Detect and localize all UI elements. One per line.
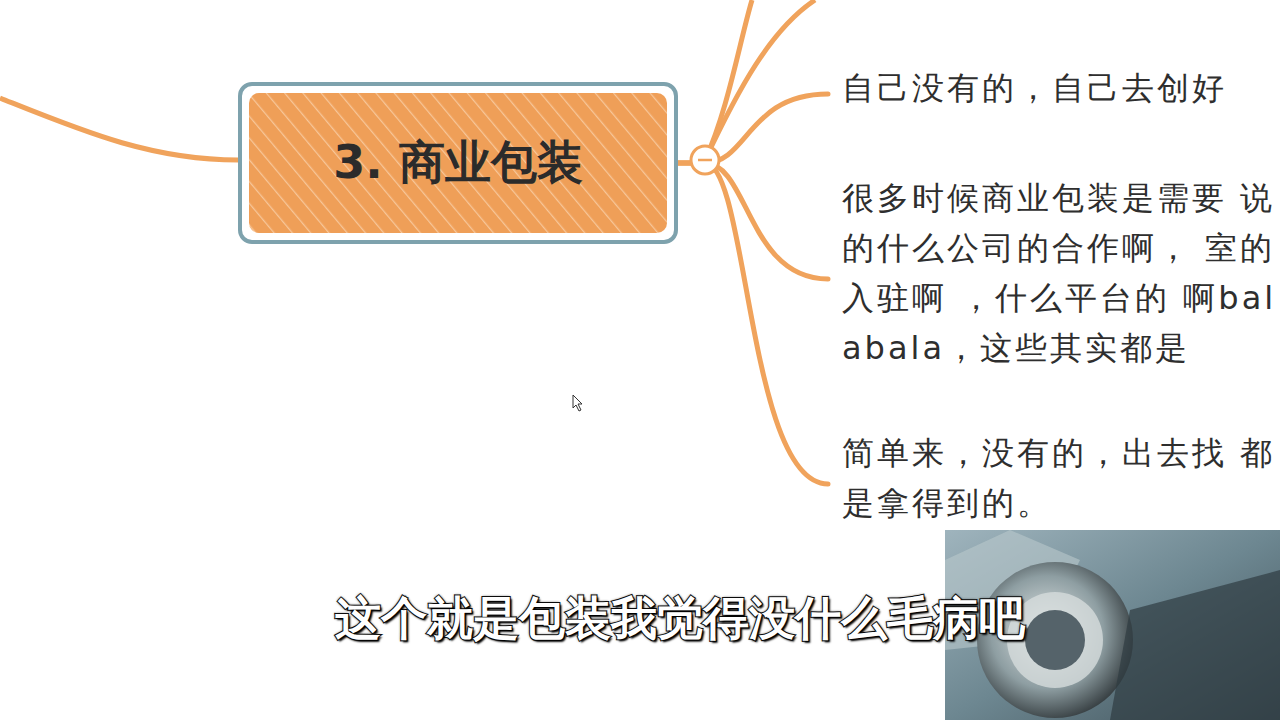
- subtitle-bar: 这个就是包装我觉得没什么毛病吧: [0, 588, 1280, 650]
- incoming-branch: [0, 98, 238, 160]
- branch-note: 自己没有的，自己去创好: [842, 63, 1278, 113]
- collapse-button: [691, 146, 719, 174]
- subtitle-text: 这个就是包装我觉得没什么毛病吧: [255, 591, 1025, 645]
- branch-text: 很多时候商业包装是需要 说的什么公司的合作啊， 室的入驻啊 ，什么平台的 啊ba…: [826, 173, 1278, 373]
- topic-box: 3. 商业包装: [238, 82, 678, 244]
- branch-connector: [678, 163, 828, 484]
- topic-title: 3. 商业包装: [303, 132, 613, 194]
- branch-text: 自己没有的，自己去创好: [826, 63, 1278, 113]
- branch-text: 简单来，没有的，出去找 都是拿得到的。: [826, 428, 1278, 528]
- offscreen-branch: [705, 0, 815, 160]
- branch-note: 很多时候商业包装是需要 说的什么公司的合作啊， 室的入驻啊 ，什么平台的 啊ba…: [842, 173, 1278, 373]
- mouse-cursor: [573, 395, 582, 411]
- branch-note: 简单来，没有的，出去找 都是拿得到的。: [842, 428, 1278, 528]
- branch-connector: [678, 163, 828, 279]
- collapse-minus: [698, 159, 712, 162]
